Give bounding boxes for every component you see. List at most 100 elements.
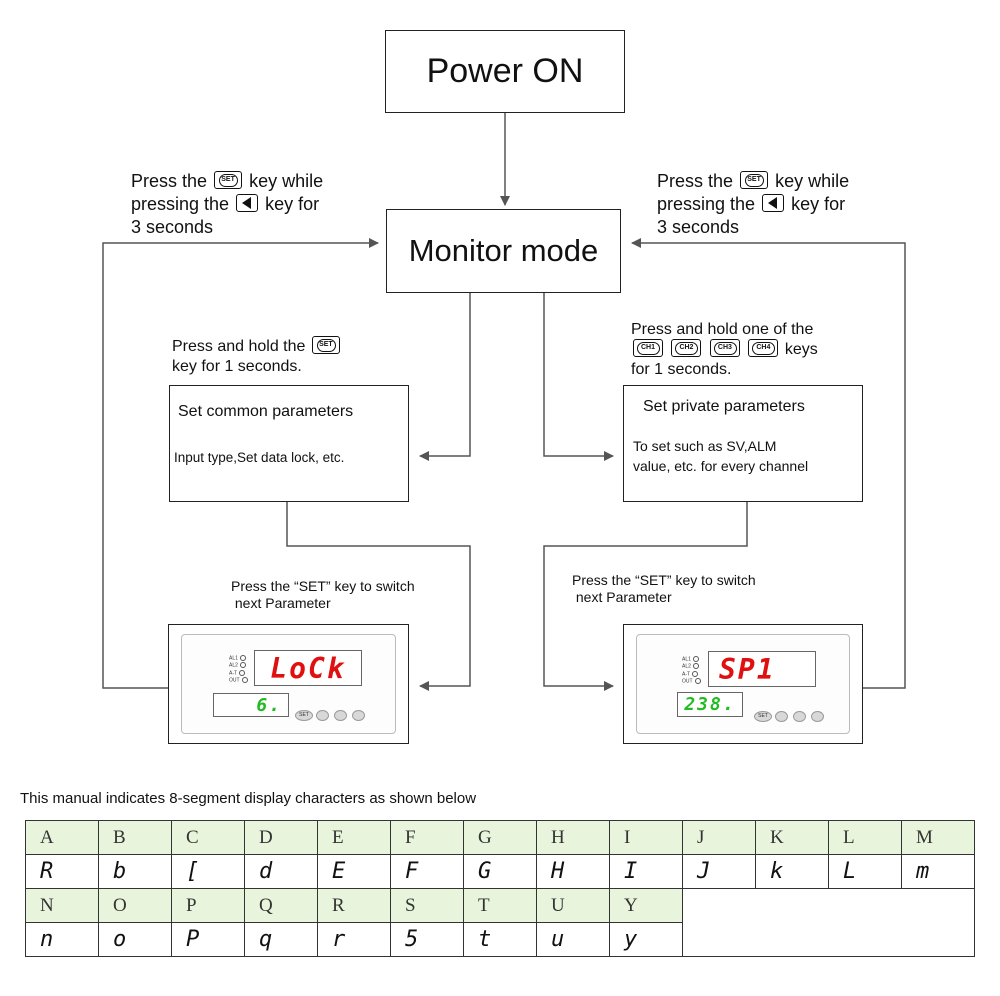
segment-cell: L <box>828 820 902 855</box>
segment-cell: t <box>463 922 537 957</box>
segment-cell: S <box>390 888 464 923</box>
segment-cell: J <box>682 820 756 855</box>
power-on-box: Power ON <box>385 30 625 113</box>
power-on-label: Power ON <box>426 52 584 90</box>
ch2-key-icon: CH2 <box>671 338 702 357</box>
segment-cell: I <box>609 854 683 889</box>
set-key-icon: SET <box>740 171 769 190</box>
segment-cell: y <box>609 922 683 957</box>
segment-cell: r <box>317 922 391 957</box>
segment-cell: P <box>171 888 245 923</box>
segment-cell: C <box>171 820 245 855</box>
segment-cell: E <box>317 854 391 889</box>
monitor-mode-box: Monitor mode <box>386 209 621 293</box>
left-switch-instructions: Press the SET key while pressing the key… <box>131 171 324 237</box>
segment-cell: b <box>98 854 172 889</box>
set-key-icon: SET <box>214 171 243 190</box>
arrow-monitor-to-common <box>419 293 471 461</box>
right-controller-panel: AL1 AL2 A-T OUT SP1 238. SET <box>623 624 863 744</box>
segment-cell: N <box>25 888 99 923</box>
manual-note: This manual indicates 8-segment display … <box>20 790 477 807</box>
segment-cell: n <box>25 922 99 957</box>
left-arrow-key-icon <box>236 194 259 213</box>
left-panel-left-button[interactable] <box>316 710 329 721</box>
left-arrow-key-icon <box>762 194 785 213</box>
segment-cell: Q <box>244 888 318 923</box>
right-status-leds: AL1 AL2 A-T OUT <box>682 656 701 685</box>
segment-cell: O <box>98 888 172 923</box>
segment-cell: K <box>755 820 829 855</box>
segment-cell: H <box>536 820 610 855</box>
common-parameters-box: Set common parameters Input type,Set dat… <box>169 385 409 502</box>
right-panel-up-button[interactable] <box>811 711 824 722</box>
segment-cell: R <box>317 888 391 923</box>
right-panel-set-button[interactable]: SET <box>754 711 772 722</box>
private-parameters-box: Set private parameters To set such as SV… <box>623 385 863 502</box>
segment-cell: d <box>244 854 318 889</box>
segment-cell: J <box>682 854 756 889</box>
arrow-monitor-to-private <box>543 293 614 461</box>
segment-cell: F <box>390 820 464 855</box>
arrow-left-device-to-monitor <box>102 238 379 689</box>
segment-cell: G <box>463 854 537 889</box>
segment-cell: F <box>390 854 464 889</box>
segment-cell: u <box>536 922 610 957</box>
left-top-display: LoCk <box>254 650 362 686</box>
right-panel-down-button[interactable] <box>793 711 806 722</box>
segment-cell: B <box>98 820 172 855</box>
monitor-mode-label: Monitor mode <box>408 233 599 268</box>
common-parameters-desc: Input type,Set data lock, etc. <box>174 450 345 465</box>
left-panel-up-button[interactable] <box>352 710 365 721</box>
private-parameters-desc-1: To set such as SV,ALM <box>633 438 777 454</box>
arrow-common-to-device <box>286 502 471 691</box>
ch3-key-icon: CH3 <box>709 338 740 357</box>
ch4-key-icon: CH4 <box>748 338 779 357</box>
segment-cell: D <box>244 820 318 855</box>
segment-cell: L <box>828 854 902 889</box>
segment-cell: Y <box>609 888 683 923</box>
segment-cell: [ <box>171 854 245 889</box>
segment-cell: m <box>901 854 975 889</box>
segment-empty-cell <box>682 888 975 957</box>
left-status-leds: AL1 AL2 A-T OUT <box>229 655 248 684</box>
right-bottom-display: 238. <box>677 692 743 717</box>
hold-channel-instructions: Press and hold one of the CH1 CH2 CH3 CH… <box>631 321 818 378</box>
segment-cell: M <box>901 820 975 855</box>
segment-cell: o <box>98 922 172 957</box>
segment-cell: k <box>755 854 829 889</box>
ch1-key-icon: CH1 <box>633 338 663 357</box>
common-parameters-title: Set common parameters <box>178 403 354 420</box>
arrow-right-device-to-monitor <box>631 238 906 689</box>
right-switch-parameter-label: Press the “SET” key to switch next Param… <box>572 572 756 605</box>
right-top-display: SP1 <box>708 651 816 687</box>
private-parameters-title: Set private parameters <box>643 398 805 415</box>
left-panel-set-button[interactable]: SET <box>295 710 313 721</box>
segment-cell: E <box>317 820 391 855</box>
segment-cell: A <box>25 820 99 855</box>
segment-cell: q <box>244 922 318 957</box>
right-switch-instructions: Press the SET key while pressing the key… <box>657 171 850 237</box>
arrow-private-to-device <box>543 502 748 691</box>
left-switch-parameter-label: Press the “SET” key to switch next Param… <box>231 578 415 611</box>
left-bottom-display: 6. <box>213 693 289 717</box>
left-panel-down-button[interactable] <box>334 710 347 721</box>
segment-cell: U <box>536 888 610 923</box>
right-panel-left-button[interactable] <box>775 711 788 722</box>
segment-cell: 5 <box>390 922 464 957</box>
segment-cell: I <box>609 820 683 855</box>
segment-cell: R <box>25 854 99 889</box>
set-key-icon: SET <box>311 335 340 354</box>
segment-cell: P <box>171 922 245 957</box>
hold-set-instructions: Press and hold the SET key for 1 seconds… <box>172 335 342 377</box>
segment-cell: H <box>536 854 610 889</box>
private-parameters-desc-2: value, etc. for every channel <box>633 458 809 474</box>
left-controller-panel: AL1 AL2 A-T OUT LoCk 6. SET <box>168 624 409 744</box>
segment-cell: G <box>463 820 537 855</box>
segment-cell: T <box>463 888 537 923</box>
